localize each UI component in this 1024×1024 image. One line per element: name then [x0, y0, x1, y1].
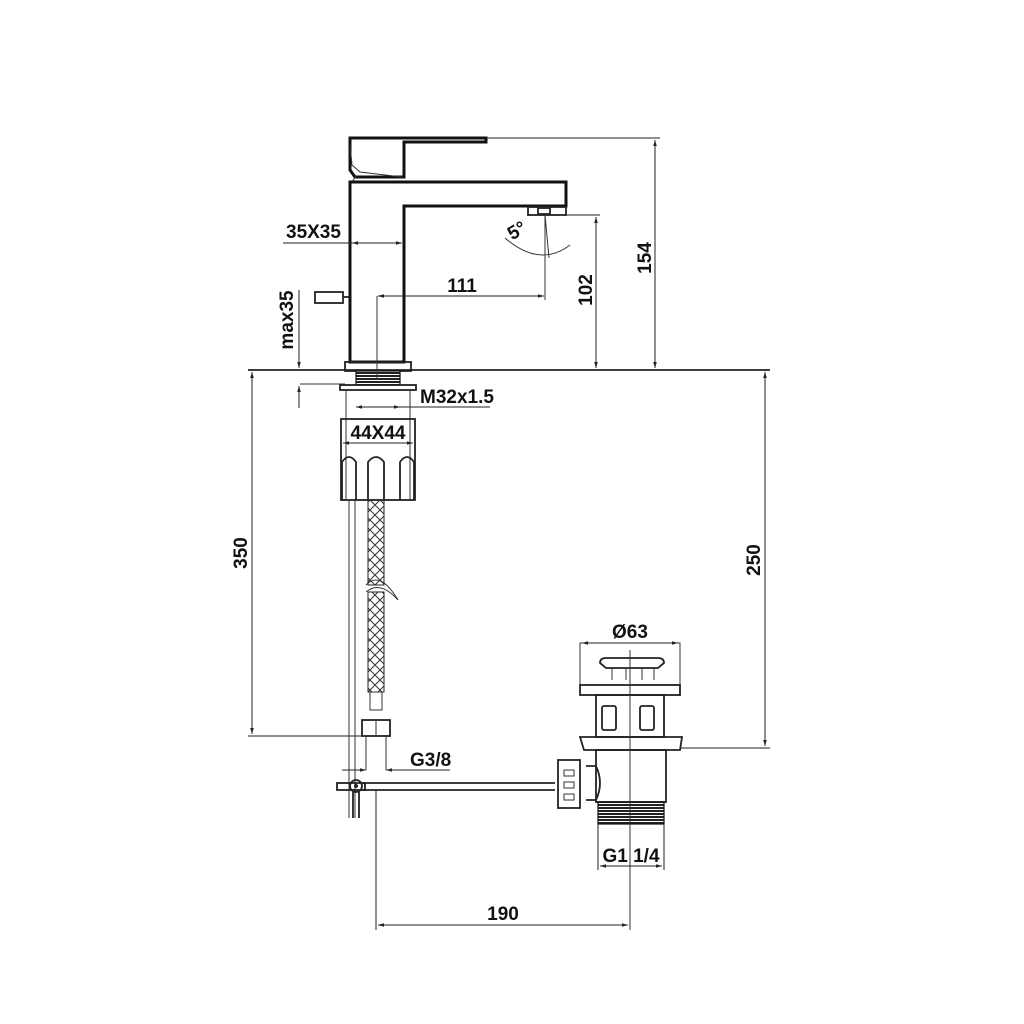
threaded-shank: [355, 370, 401, 386]
label-max35: max35: [277, 290, 298, 350]
dim-spout-reach: 111: [376, 276, 544, 380]
dim-body-section: 35X35: [283, 222, 402, 245]
label-g114: G1 1/4: [602, 846, 659, 867]
label-m32: M32x1.5: [420, 387, 494, 408]
dim-spout-height: 102: [566, 214, 600, 368]
label-350: 350: [231, 537, 252, 569]
pop-up-waste: [557, 642, 684, 930]
label-154: 154: [635, 242, 656, 274]
dim-fixing-nut: 44X44: [343, 423, 413, 445]
label-44x44: 44X44: [351, 423, 406, 444]
label-g38: G3/8: [410, 750, 451, 771]
label-102: 102: [576, 274, 597, 306]
dim-hose-length: 350: [231, 369, 366, 737]
faucet-body: [314, 136, 568, 501]
pop-up-rod: [336, 779, 555, 818]
dim-mount-thread: M32x1.5: [356, 387, 494, 409]
aerator: [527, 206, 567, 216]
label-190: 190: [487, 904, 519, 925]
dim-waste-height: 250: [680, 372, 770, 749]
label-35x35: 35X35: [286, 222, 341, 243]
label-d63: Ø63: [612, 622, 648, 643]
waste-plug: [599, 657, 665, 669]
spout: [348, 180, 568, 364]
label-250: 250: [744, 544, 765, 576]
waste-flange: [578, 736, 684, 751]
washer: [339, 384, 417, 391]
dim-total-height: 154: [486, 137, 660, 368]
dim-spout-angle: 5°: [504, 214, 571, 300]
pop-up-knob: [314, 291, 344, 304]
dim-hose-connection: G3/8: [342, 750, 451, 772]
dim-rod-distance: 190: [375, 790, 628, 930]
dim-waste-diameter: Ø63: [582, 622, 678, 645]
lever-handle: [348, 136, 488, 179]
dim-waste-thread: G1 1/4: [597, 824, 665, 870]
waste-thread: [597, 801, 665, 825]
dim-deck-thickness: max35: [277, 290, 301, 408]
rod-connector: [557, 759, 581, 809]
supply-hoses: [348, 499, 399, 818]
label-111: 111: [447, 276, 477, 297]
